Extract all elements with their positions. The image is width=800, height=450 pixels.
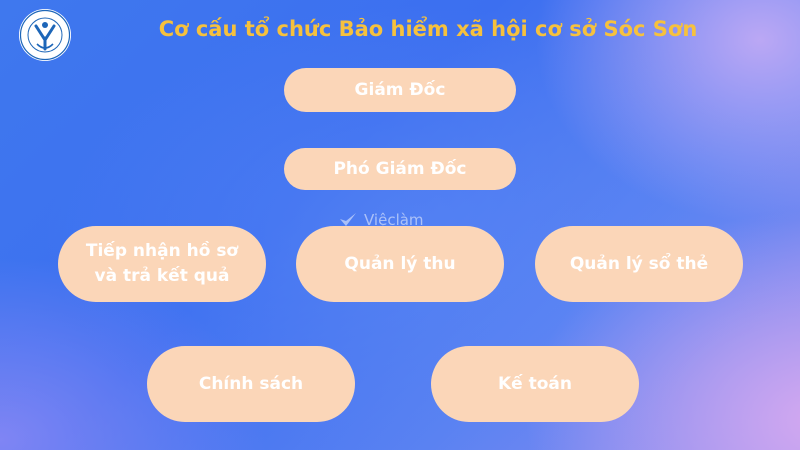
director-label: Giám Đốc — [354, 79, 446, 100]
revenue-management-node: Quản lý thu — [296, 226, 504, 302]
revenue-management-label: Quản lý thu — [344, 253, 456, 274]
reception-label-line1: Tiếp nhận hồ sơ — [85, 241, 239, 262]
accounting-label: Kế toán — [497, 373, 572, 394]
vieclam-watermark: Việclàm — [338, 211, 424, 229]
director-node: Giám Đốc — [284, 68, 516, 112]
reception-node: Tiếp nhận hồ sơ và trả kết quả — [58, 226, 266, 302]
reception-label-line2: và trả kết quả — [94, 266, 230, 286]
logo-icon — [19, 9, 71, 61]
chart-title: Cơ cấu tổ chức Bảo hiểm xã hội cơ sở Sóc… — [158, 17, 698, 41]
policy-node: Chính sách — [147, 346, 355, 422]
deputy-director-label: Phó Giám Đốc — [333, 158, 467, 179]
accounting-node: Kế toán — [431, 346, 639, 422]
policy-label: Chính sách — [198, 373, 304, 394]
deputy-director-node: Phó Giám Đốc — [284, 148, 516, 190]
card-book-management-label: Quản lý sổ thẻ — [569, 253, 709, 274]
watermark-text: Việclàm — [364, 211, 424, 229]
card-book-management-node: Quản lý sổ thẻ — [535, 226, 743, 302]
check-icon — [340, 213, 356, 226]
vietnam-social-insurance-logo — [18, 8, 72, 62]
